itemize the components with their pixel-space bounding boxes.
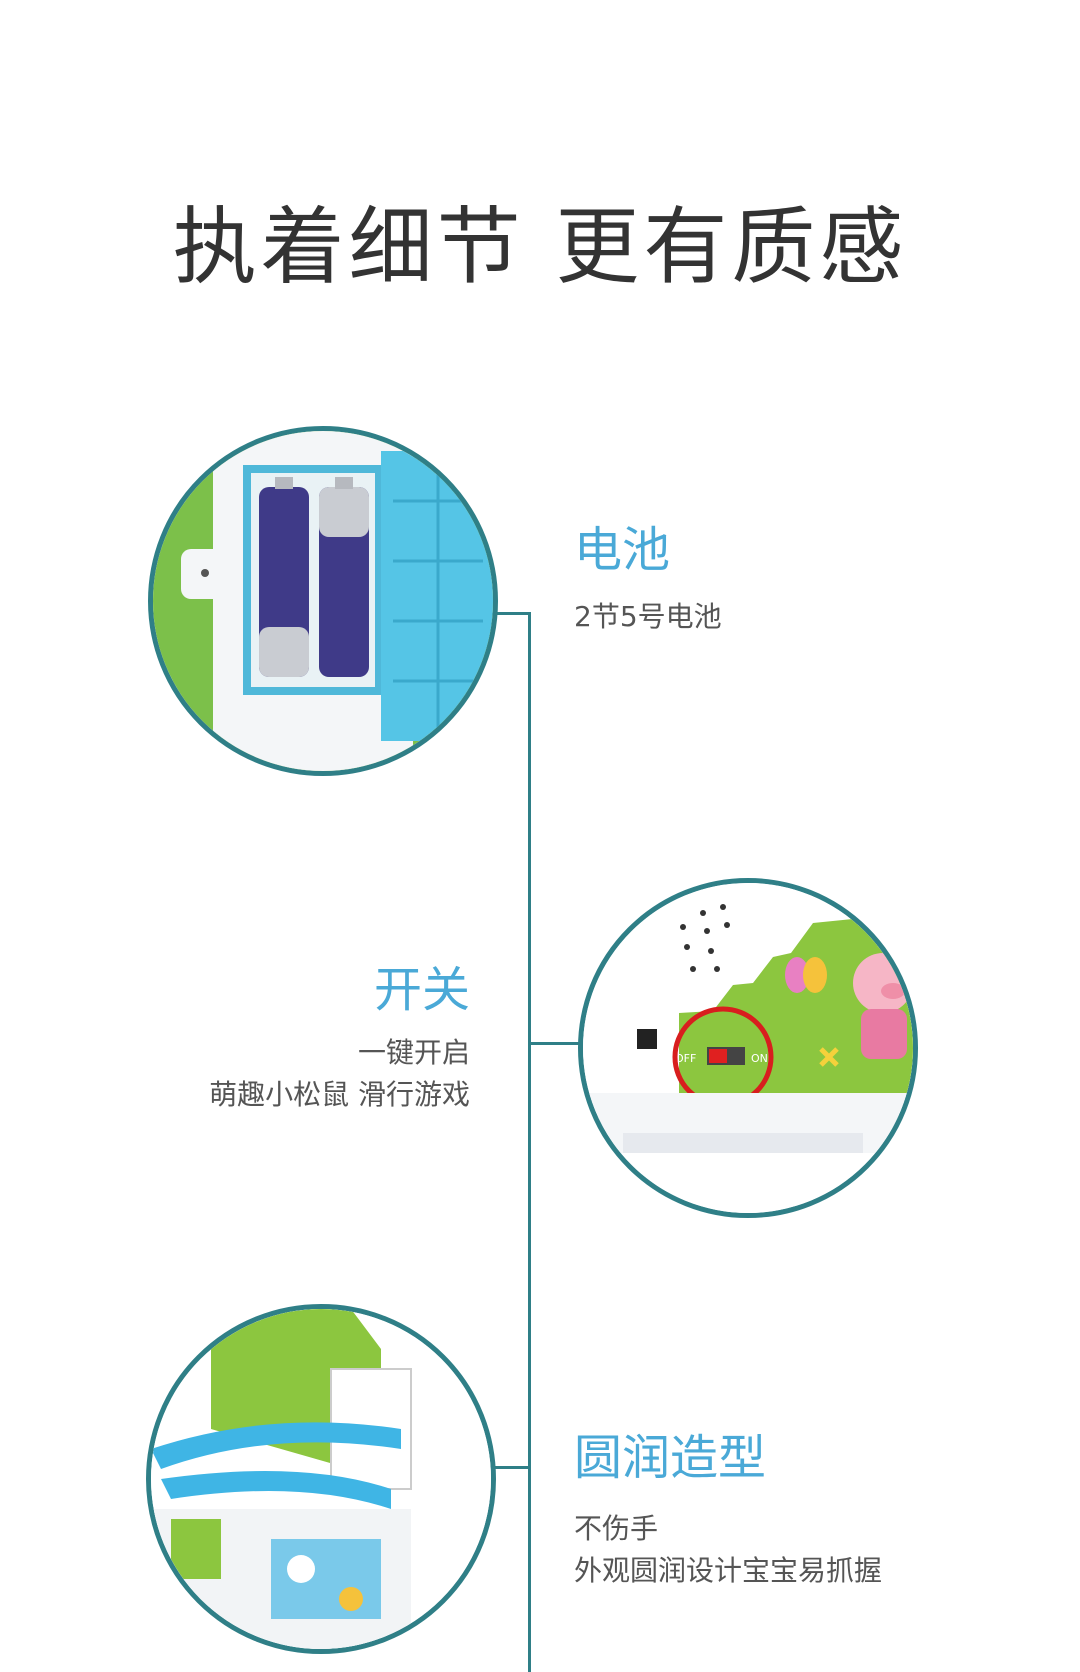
battery-desc: 2节5号电池 — [574, 600, 722, 633]
rounded-shape-title: 圆润造型 — [574, 1430, 767, 1486]
shape-connector — [490, 1466, 531, 1469]
battery-detail-image — [148, 426, 498, 776]
rounded-shape-desc-line2: 外观圆润设计宝宝易抓握 — [574, 1554, 883, 1587]
switch-title: 开关 — [373, 962, 470, 1018]
battery-title: 电池 — [574, 522, 671, 578]
switch-on-label: ON — [751, 1052, 768, 1065]
switch-desc-line2: 萌趣小松鼠 滑行游戏 — [209, 1078, 470, 1111]
timeline-line — [528, 612, 531, 1672]
switch-off-label: OFF — [675, 1052, 696, 1065]
switch-connector — [528, 1042, 583, 1045]
rounded-shape-detail-image — [146, 1304, 496, 1654]
rounded-shape-desc-line1: 不伤手 — [574, 1512, 659, 1545]
battery-connector — [490, 612, 531, 615]
switch-desc-line1: 一键开启 — [357, 1036, 470, 1069]
page-headline: 执着细节 更有质感 — [172, 198, 908, 296]
switch-detail-image: OFF ON — [578, 878, 918, 1218]
